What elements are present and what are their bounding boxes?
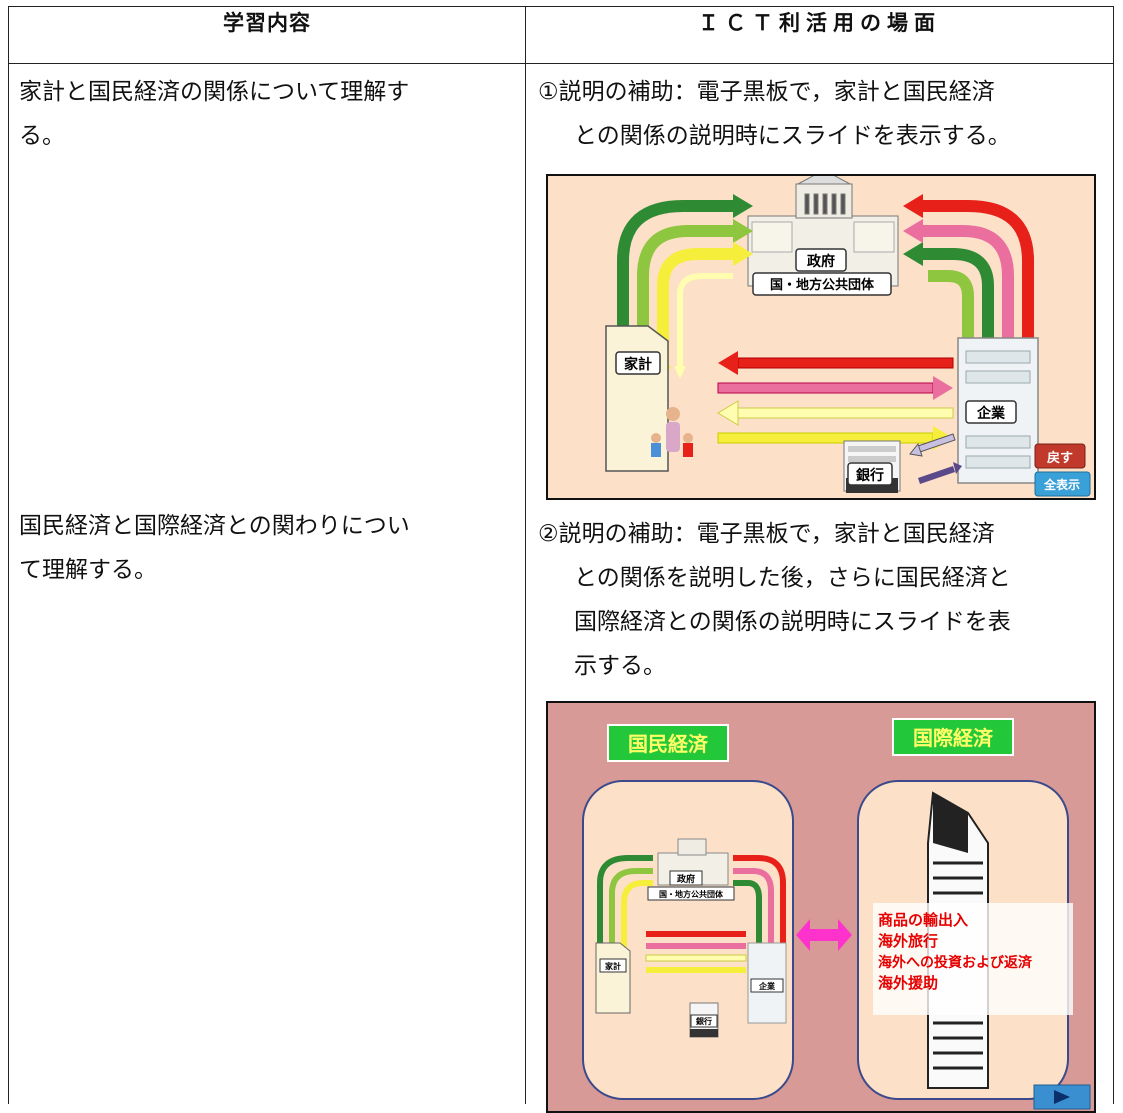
international-economy-title-box: [892, 718, 1014, 756]
public-body-label: 国・地方公共団体: [770, 277, 875, 293]
mini-bank-label: 銀行: [695, 1016, 712, 1026]
slide-2-diagram: 国民経済 国際経済: [582, 718, 1091, 1110]
horizontal-arrows: [717, 351, 954, 450]
study-item-2: 国民経済と国際経済との関わりについ て理解する。: [19, 504, 519, 592]
ict-item-2: ②説明の補助：電子黒板で，家計と国民経済 との関係を説明した後，さらに国民経済と…: [538, 512, 1106, 688]
next-slide-button[interactable]: [1033, 1084, 1091, 1110]
ict-item-1-line-1: ①説明の補助：電子黒板で，家計と国民経済: [538, 79, 995, 105]
study-item-1: 家計と国民経済の関係について理解す る。: [19, 70, 519, 158]
mini-household-label-box: [599, 958, 627, 973]
mini-household-label: 家計: [605, 961, 621, 971]
back-button-label: 戻す: [1046, 450, 1073, 466]
international-items-box: [873, 903, 1073, 1015]
study-item-1-line-2: る。: [19, 123, 65, 149]
show-all-button-label: 全表示: [1043, 477, 1080, 492]
ict-scene-cell: ①説明の補助：電子黒板で，家計と国民経済 との関係の説明時にスライドを表示する。: [525, 63, 1114, 1113]
show-all-button[interactable]: [1034, 471, 1091, 497]
mini-government-label: 政府: [677, 873, 695, 885]
play-icon: [1054, 1090, 1070, 1104]
left-curved-arrows: [617, 200, 733, 366]
family-figures-icon: [651, 407, 693, 457]
ict-item-1-line-2: との関係の説明時にスライドを表示する。: [574, 123, 1011, 149]
bank-label: 銀行: [856, 467, 884, 484]
mini-public-label-box: [647, 886, 735, 901]
study-content-cell: 家計と国民経済の関係について理解す る。 国民経済と国際経済との関わりについ て…: [8, 63, 526, 1104]
header-ict-scene: ＩＣＴ利活用の場面: [525, 6, 1114, 64]
intl-item-2: 海外旅行: [878, 932, 938, 950]
right-curved-arrows: [923, 200, 1034, 351]
bank-arrows: [909, 433, 962, 484]
ict-item-2-line-1: ②説明の補助：電子黒板で，家計と国民経済: [538, 521, 995, 547]
slide-1-diagram: 政府 国・地方公共団体: [605, 176, 1091, 497]
mini-company-label-box: [750, 978, 784, 993]
left-arrow-heads: [615, 194, 753, 381]
header-study-content: 学習内容: [8, 6, 526, 64]
international-economy-title: 国際経済: [913, 726, 994, 750]
ict-item-2-line-4: 示する。: [574, 653, 666, 679]
company-label: 企業: [976, 405, 1006, 422]
intl-item-3: 海外への投資および返済: [878, 954, 1033, 971]
slide-national-international-economy: 国民経済 国際経済: [546, 701, 1096, 1113]
intl-item-4: 海外援助: [878, 974, 938, 992]
back-button[interactable]: [1034, 443, 1086, 469]
household-label-box: [615, 351, 661, 375]
mini-government-label-box: [669, 870, 703, 886]
mini-company-label: 企業: [758, 981, 776, 991]
government-label-box: [795, 248, 847, 272]
mini-bank-label-box: [690, 1014, 718, 1028]
study-item-1-line-1: 家計と国民経済の関係について理解す: [19, 79, 410, 105]
public-label-box: [752, 272, 892, 296]
government-label: 政府: [807, 253, 835, 270]
slide-household-economy: 政府 国・地方公共団体: [546, 174, 1096, 500]
ict-item-1: ①説明の補助：電子黒板で，家計と国民経済 との関係の説明時にスライドを表示する。: [538, 70, 1106, 158]
study-item-2-line-1: 国民経済と国際経済との関わりについ: [19, 513, 410, 539]
company-label-box: [965, 400, 1017, 424]
study-item-2-line-2: て理解する。: [19, 557, 157, 583]
ict-item-2-line-3: 国際経済との関係の説明時にスライドを表: [574, 609, 1011, 635]
ict-item-2-line-2: との関係を説明した後，さらに国民経済と: [574, 565, 1011, 591]
bank-label-box: [847, 462, 893, 486]
double-arrow-icon: [796, 919, 852, 951]
lesson-table: 学習内容 ＩＣＴ利活用の場面 家計と国民経済の関係について理解す る。 国民経済…: [8, 6, 1114, 1113]
national-economy-title: 国民経済: [628, 732, 709, 756]
household-label: 家計: [624, 356, 652, 373]
intl-item-1: 商品の輸出入: [878, 911, 968, 929]
national-economy-title-box: [607, 724, 729, 762]
mini-public-label: 国・地方公共団体: [659, 889, 724, 899]
